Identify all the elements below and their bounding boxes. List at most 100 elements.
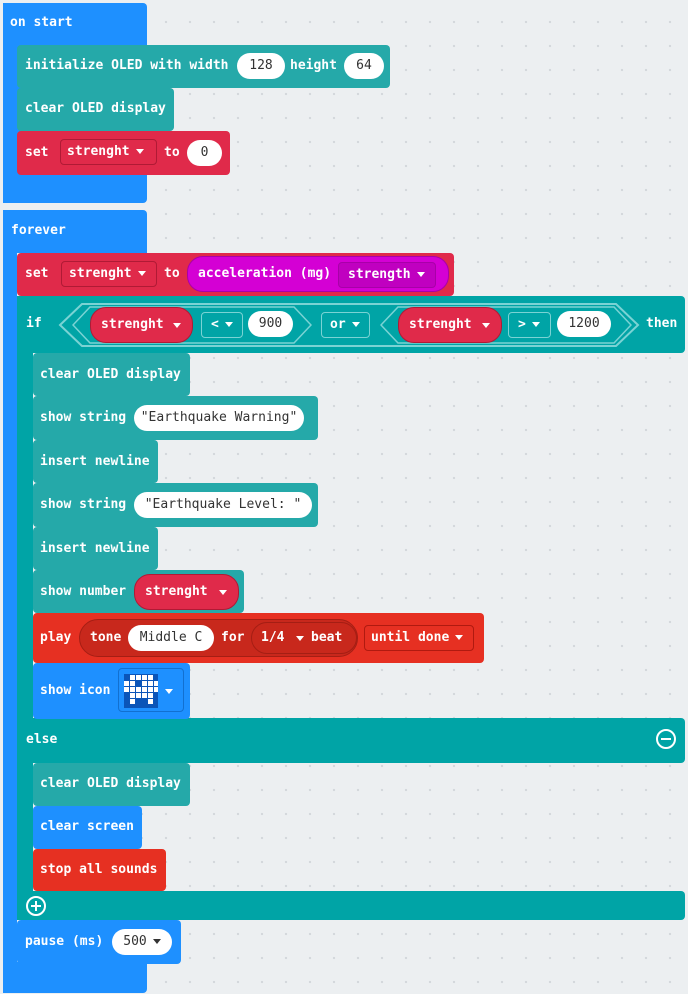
string-input[interactable]: "Earthquake Level: " bbox=[134, 492, 312, 518]
else-clear-oled-block[interactable]: clear OLED display bbox=[33, 763, 190, 806]
show-icon-label: show icon bbox=[40, 683, 111, 698]
dropdown-caret-icon bbox=[173, 323, 181, 328]
show-string-label: show string bbox=[40, 497, 127, 512]
init-oled-label: initialize OLED with width bbox=[25, 58, 229, 73]
tone-reporter[interactable]: tone Middle C for 1/4 beat bbox=[79, 619, 358, 657]
show-icon-block[interactable]: show icon bbox=[33, 663, 190, 719]
variable-dropdown[interactable]: strenght bbox=[60, 139, 157, 165]
set-acceleration-block[interactable]: set strenght to acceleration (mg) streng… bbox=[17, 253, 454, 296]
dropdown-caret-icon bbox=[137, 271, 146, 276]
clear-screen-block[interactable]: clear screen bbox=[33, 806, 142, 849]
variable-dropdown-text: strenght bbox=[69, 266, 132, 281]
dropdown-caret-icon bbox=[219, 590, 227, 595]
variable-dropdown[interactable]: strenght bbox=[61, 261, 157, 287]
show-number-label: show number bbox=[40, 584, 127, 599]
left-value-input[interactable]: 900 bbox=[248, 311, 293, 337]
number-variable-label: strenght bbox=[145, 584, 208, 599]
plus-circle-icon[interactable] bbox=[26, 896, 46, 916]
pause-value-text: 500 bbox=[123, 934, 147, 949]
dimension-dropdown-text: strength bbox=[348, 267, 411, 282]
left-operator-text: < bbox=[211, 317, 219, 332]
else-block[interactable] bbox=[17, 718, 685, 763]
init-oled-block[interactable]: initialize OLED with width 128 height 64 bbox=[17, 45, 390, 88]
icon-dropdown[interactable] bbox=[118, 668, 184, 712]
pause-block[interactable]: pause (ms) 500 bbox=[17, 920, 181, 964]
stop-sounds-block[interactable]: stop all sounds bbox=[33, 849, 166, 891]
number-variable-reporter[interactable]: strenght bbox=[134, 574, 239, 610]
right-operator-text: > bbox=[518, 317, 526, 332]
forever-bottom bbox=[3, 962, 147, 993]
show-string-block[interactable]: show string "Earthquake Warning" bbox=[33, 396, 318, 440]
forever-arm bbox=[3, 210, 17, 993]
to-label: to bbox=[164, 266, 180, 281]
pause-label: pause (ms) bbox=[25, 934, 104, 949]
dropdown-caret-icon bbox=[416, 272, 425, 277]
pause-value-dropdown[interactable]: 500 bbox=[112, 929, 172, 955]
forever-label: forever bbox=[11, 223, 66, 238]
on-start-label: on start bbox=[10, 15, 73, 30]
insert-newline-block[interactable]: insert newline bbox=[33, 527, 158, 570]
logic-operator-dropdown[interactable]: or bbox=[321, 312, 370, 338]
stop-sounds-label: stop all sounds bbox=[40, 862, 158, 877]
dropdown-caret-icon bbox=[351, 322, 360, 327]
on-start-arm bbox=[3, 3, 17, 203]
led-icon-grid bbox=[124, 674, 158, 708]
then-label: then bbox=[646, 316, 678, 331]
set-value-input[interactable]: 0 bbox=[187, 140, 222, 166]
duration-text: 1/4 bbox=[261, 630, 285, 645]
play-mode-text: until done bbox=[371, 630, 450, 645]
then-clear-oled-block[interactable]: clear OLED display bbox=[33, 353, 190, 396]
dropdown-caret-icon bbox=[455, 635, 464, 640]
oled-width-input[interactable]: 128 bbox=[237, 53, 285, 79]
beat-label: beat bbox=[311, 630, 343, 645]
dropdown-caret-icon bbox=[135, 149, 144, 154]
dropdown-caret-icon bbox=[482, 323, 490, 328]
play-tone-block[interactable]: play tone Middle C for 1/4 beat until do… bbox=[33, 613, 484, 663]
set-label: set bbox=[25, 145, 49, 160]
string-input[interactable]: "Earthquake Warning" bbox=[134, 405, 304, 431]
height-label: height bbox=[290, 58, 337, 73]
acceleration-reporter[interactable]: acceleration (mg) strength bbox=[187, 256, 449, 292]
note-input[interactable]: Middle C bbox=[128, 625, 214, 651]
clear-oled-label: clear OLED display bbox=[40, 776, 181, 791]
dropdown-caret-icon bbox=[165, 689, 173, 694]
left-operator-dropdown[interactable]: < bbox=[201, 312, 243, 338]
string-input-text: Earthquake Level: bbox=[152, 497, 294, 512]
for-label: for bbox=[221, 630, 245, 645]
set-label: set bbox=[25, 266, 49, 281]
oled-height-input[interactable]: 64 bbox=[344, 53, 384, 79]
left-variable-reporter[interactable]: strenght bbox=[90, 307, 193, 343]
clear-screen-label: clear screen bbox=[40, 819, 134, 834]
logic-operator-text: or bbox=[330, 317, 346, 332]
if-bottom bbox=[17, 891, 685, 920]
show-number-block[interactable]: show number strenght bbox=[33, 570, 244, 613]
insert-newline-block[interactable]: insert newline bbox=[33, 440, 158, 483]
insert-newline-label: insert newline bbox=[40, 454, 150, 469]
to-label: to bbox=[164, 145, 180, 160]
duration-reporter[interactable]: 1/4 beat bbox=[251, 622, 357, 654]
clear-oled-label: clear OLED display bbox=[25, 101, 166, 116]
set-strenght-block[interactable]: set strenght to 0 bbox=[17, 131, 230, 175]
show-string-label: show string bbox=[40, 410, 127, 425]
minus-circle-icon[interactable] bbox=[656, 729, 676, 749]
tone-label: tone bbox=[90, 630, 122, 645]
if-arm bbox=[17, 296, 33, 920]
right-variable-label: strenght bbox=[409, 317, 472, 332]
right-variable-reporter[interactable]: strenght bbox=[398, 307, 502, 343]
variable-dropdown-text: strenght bbox=[67, 144, 130, 159]
right-operator-dropdown[interactable]: > bbox=[508, 312, 551, 338]
dropdown-caret-icon bbox=[224, 322, 233, 327]
play-label: play bbox=[40, 630, 72, 645]
clear-oled-label: clear OLED display bbox=[40, 367, 181, 382]
insert-newline-label: insert newline bbox=[40, 541, 150, 556]
string-input-text: Earthquake Warning bbox=[148, 410, 290, 425]
right-value-input[interactable]: 1200 bbox=[557, 311, 611, 337]
forever-block[interactable] bbox=[3, 210, 147, 253]
dimension-dropdown[interactable]: strength bbox=[338, 262, 436, 288]
dropdown-caret-icon bbox=[152, 939, 161, 944]
if-label: if bbox=[26, 316, 42, 331]
clear-oled-block[interactable]: clear OLED display bbox=[17, 88, 174, 131]
show-string-block[interactable]: show string "Earthquake Level: " bbox=[33, 483, 318, 527]
dropdown-caret-icon bbox=[531, 322, 540, 327]
play-mode-dropdown[interactable]: until done bbox=[364, 625, 474, 651]
